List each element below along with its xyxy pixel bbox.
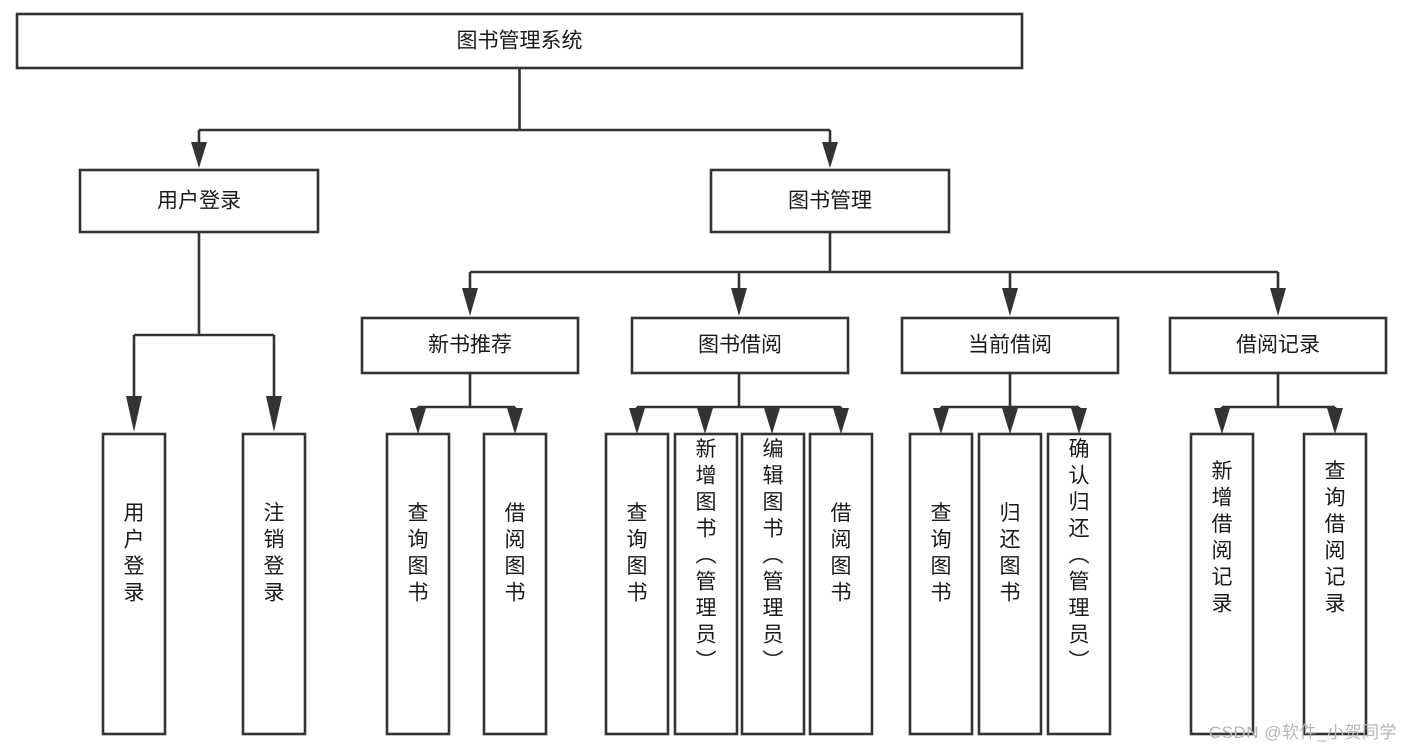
node-leaf-add-book-box[interactable] bbox=[673, 432, 739, 736]
node-leaf-borrow-book-1-label: 借阅图书 bbox=[505, 502, 526, 605]
arrow-current-borrow-leaf-2 bbox=[1002, 408, 1018, 434]
node-leaf-user-login-box[interactable] bbox=[101, 432, 167, 736]
node-borrow-record[interactable]: 借阅记录 bbox=[1168, 316, 1388, 375]
node-leaf-query-book-1-label: 查询图书 bbox=[408, 502, 429, 605]
node-user-login-box[interactable] bbox=[78, 168, 320, 234]
node-leaf-confirm-return[interactable]: 确认归还︵管理员︶ bbox=[1046, 432, 1112, 736]
node-leaf-user-login-label: 用户登录 bbox=[124, 502, 145, 605]
node-leaf-borrow-book-2-label: 借阅图书 bbox=[831, 502, 852, 605]
arrow-root-to-book-manage bbox=[822, 142, 838, 168]
node-new-book-rec-box[interactable] bbox=[360, 316, 580, 375]
node-leaf-add-book-label: 新增图书︵管理员︶ bbox=[696, 438, 717, 673]
arrow-book-borrow-leaf-3 bbox=[764, 408, 780, 434]
arrow-book-borrow-leaf-1 bbox=[629, 408, 645, 434]
node-new-book-rec[interactable]: 新书推荐 bbox=[360, 316, 580, 375]
arrow-borrow-record-leaf-1 bbox=[1214, 408, 1230, 434]
arrow-user-login-leaf-1 bbox=[126, 396, 142, 432]
node-leaf-user-logout-label: 注销登录 bbox=[264, 502, 285, 605]
node-leaf-borrow-book-1[interactable]: 借阅图书 bbox=[482, 432, 548, 736]
arrow-new-book-rec-leaf-2 bbox=[507, 408, 523, 434]
node-user-login-label: 用户登录 bbox=[157, 190, 241, 213]
connector-layer bbox=[126, 68, 1343, 434]
node-leaf-query-book-2-label: 查询图书 bbox=[627, 502, 648, 605]
arrow-root-to-user-login bbox=[191, 142, 207, 168]
node-leaf-edit-book-box[interactable] bbox=[740, 432, 806, 736]
node-new-book-rec-label: 新书推荐 bbox=[428, 334, 512, 357]
node-borrow-record-box[interactable] bbox=[1168, 316, 1388, 375]
node-leaf-user-logout[interactable]: 注销登录 bbox=[241, 432, 307, 736]
arrow-book-borrow-leaf-4 bbox=[833, 408, 849, 434]
node-book-borrow-box[interactable] bbox=[630, 316, 850, 375]
node-leaf-query-book-3-box[interactable] bbox=[908, 432, 974, 736]
node-leaf-confirm-return-label: 确认归还︵管理员︶ bbox=[1069, 438, 1090, 673]
node-user-login[interactable]: 用户登录 bbox=[78, 168, 320, 234]
node-leaf-borrow-book-2[interactable]: 借阅图书 bbox=[808, 432, 874, 736]
node-book-borrow[interactable]: 图书借阅 bbox=[630, 316, 850, 375]
node-leaf-query-record[interactable]: 查询借阅记录 bbox=[1302, 432, 1368, 736]
node-root-label: 图书管理系统 bbox=[457, 30, 583, 53]
node-leaf-confirm-return-box[interactable] bbox=[1046, 432, 1112, 736]
node-borrow-record-label: 借阅记录 bbox=[1236, 334, 1320, 357]
arrow-user-login-leaf-2 bbox=[266, 396, 282, 432]
node-leaf-query-book-2-box[interactable] bbox=[604, 432, 670, 736]
node-leaf-return-book[interactable]: 归还图书 bbox=[977, 432, 1043, 736]
arrow-current-borrow-leaf-1 bbox=[933, 408, 949, 434]
node-leaf-add-record-label: 新增借阅记录 bbox=[1212, 460, 1233, 616]
node-leaf-borrow-book-1-box[interactable] bbox=[482, 432, 548, 736]
node-current-borrow[interactable]: 当前借阅 bbox=[900, 316, 1120, 375]
node-leaf-query-book-2[interactable]: 查询图书 bbox=[604, 432, 670, 736]
node-leaf-query-record-label: 查询借阅记录 bbox=[1325, 460, 1346, 616]
node-leaf-query-book-1-box[interactable] bbox=[385, 432, 451, 736]
node-leaf-return-book-box[interactable] bbox=[977, 432, 1043, 736]
node-leaf-edit-book-label: 编辑图书︵管理员︶ bbox=[763, 438, 784, 673]
node-leaf-query-book-3[interactable]: 查询图书 bbox=[908, 432, 974, 736]
arrow-current-borrow-leaf-3 bbox=[1071, 408, 1087, 434]
node-leaf-edit-book[interactable]: 编辑图书︵管理员︶ bbox=[740, 432, 806, 736]
arrow-borrow-record-leaf-2 bbox=[1327, 408, 1343, 434]
arrow-new-book-rec-leaf-1 bbox=[410, 408, 426, 434]
node-leaf-query-book-3-label: 查询图书 bbox=[931, 502, 952, 605]
node-current-borrow-box[interactable] bbox=[900, 316, 1120, 375]
node-leaf-add-record[interactable]: 新增借阅记录 bbox=[1189, 432, 1255, 736]
node-current-borrow-label: 当前借阅 bbox=[968, 334, 1052, 357]
node-leaf-borrow-book-2-box[interactable] bbox=[808, 432, 874, 736]
node-root-box[interactable] bbox=[15, 12, 1024, 70]
node-leaf-query-record-box[interactable] bbox=[1302, 432, 1368, 736]
node-root[interactable]: 图书管理系统 bbox=[15, 12, 1024, 70]
node-book-manage[interactable]: 图书管理 bbox=[709, 168, 951, 234]
node-book-borrow-label: 图书借阅 bbox=[698, 334, 782, 357]
node-leaf-add-record-box[interactable] bbox=[1189, 432, 1255, 736]
arrow-book-borrow-leaf-2 bbox=[697, 408, 713, 434]
node-leaf-user-logout-box[interactable] bbox=[241, 432, 307, 736]
arrow-book-manage-to-new-book-rec bbox=[462, 288, 478, 316]
node-leaf-return-book-label: 归还图书 bbox=[1000, 502, 1021, 605]
node-leaf-add-book[interactable]: 新增图书︵管理员︶ bbox=[673, 432, 739, 736]
arrow-book-manage-to-book-borrow bbox=[731, 288, 747, 316]
arrow-book-manage-to-current-borrow bbox=[1002, 288, 1018, 316]
arrow-book-manage-to-borrow-record bbox=[1270, 288, 1286, 316]
node-book-manage-box[interactable] bbox=[709, 168, 951, 234]
node-leaf-query-book-1[interactable]: 查询图书 bbox=[385, 432, 451, 736]
node-book-manage-label: 图书管理 bbox=[788, 190, 872, 213]
node-leaf-user-login[interactable]: 用户登录 bbox=[101, 432, 167, 736]
